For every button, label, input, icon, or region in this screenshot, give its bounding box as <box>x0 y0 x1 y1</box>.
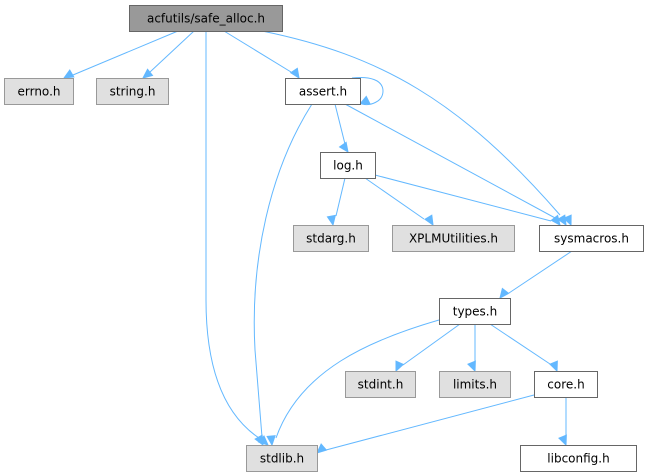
node-core[interactable]: core.h <box>534 371 598 398</box>
edge-line <box>223 30 292 73</box>
arrowhead-icon <box>557 214 567 227</box>
node-box <box>129 5 283 32</box>
edge-line <box>374 174 552 222</box>
node-label: errno.h <box>18 85 61 99</box>
edge-types-to-stdlib <box>266 319 440 447</box>
edge-assert-to-sysmacros <box>344 103 567 227</box>
node-label: limits.h <box>453 378 497 392</box>
node-libconfig[interactable]: libconfig.h <box>520 445 637 472</box>
node-label: core.h <box>547 378 584 392</box>
arrowhead-icon <box>499 287 510 299</box>
edge-line <box>402 323 461 366</box>
arrowhead-icon <box>254 434 264 447</box>
node-box <box>392 225 515 252</box>
node-box <box>4 78 74 105</box>
edge-safe_alloc-to-sysmacros <box>261 30 572 227</box>
node-box <box>345 371 416 398</box>
node-box <box>293 225 369 252</box>
node-box <box>439 298 511 325</box>
node-limits: limits.h <box>439 371 511 398</box>
arrowhead-icon <box>467 360 476 373</box>
node-box <box>285 78 361 105</box>
arrowhead-icon <box>266 435 276 447</box>
node-label: stdlib.h <box>260 452 304 466</box>
edge-safe_alloc-to-string <box>142 30 195 79</box>
node-box <box>439 371 511 398</box>
node-string: string.h <box>96 78 169 105</box>
node-safe_alloc[interactable]: acfutils/safe_alloc.h <box>129 5 283 32</box>
node-label: string.h <box>110 85 156 99</box>
node-label: assert.h <box>299 85 347 99</box>
edge-log-to-stdarg <box>326 177 346 227</box>
edge-assert-to-assert <box>351 77 384 105</box>
node-label: libconfig.h <box>547 452 609 466</box>
edges-layer <box>62 30 573 454</box>
edge-core-to-stdlib <box>316 394 535 454</box>
edge-log-to-sysmacros <box>374 174 561 226</box>
edge-line <box>351 77 384 105</box>
edge-line <box>489 323 551 365</box>
arrowhead-icon <box>558 434 567 447</box>
arrowhead-icon <box>338 141 349 154</box>
arrowhead-icon <box>289 67 300 80</box>
node-label: acfutils/safe_alloc.h <box>147 12 265 26</box>
arrowhead-icon <box>562 214 572 227</box>
node-label: sysmacros.h <box>554 232 629 246</box>
edge-line <box>72 30 179 76</box>
node-box <box>539 225 644 252</box>
edge-safe_alloc-to-errno <box>62 30 179 79</box>
edge-assert-to-stdlib <box>253 103 313 447</box>
node-box <box>246 445 318 472</box>
arrowhead-icon <box>358 95 371 105</box>
arrowhead-icon <box>550 214 561 226</box>
node-assert[interactable]: assert.h <box>285 78 361 105</box>
node-stdlib: stdlib.h <box>246 445 318 472</box>
node-types[interactable]: types.h <box>439 298 511 325</box>
nodes-layer: acfutils/safe_alloc.h errno.h string.h asse… <box>4 5 644 472</box>
edge-line <box>364 177 425 220</box>
node-stdarg: stdarg.h <box>293 225 369 252</box>
node-label: stdint.h <box>358 378 404 392</box>
edge-line <box>261 30 561 216</box>
node-box <box>320 152 376 179</box>
node-box <box>520 445 637 472</box>
arrowhead-icon <box>395 360 405 373</box>
edge-line <box>205 31 263 441</box>
edge-line <box>149 30 195 73</box>
node-stdint: stdint.h <box>345 371 416 398</box>
node-label: log.h <box>333 159 363 173</box>
edge-line <box>335 177 346 217</box>
edge-safe_alloc-to-stdlib <box>205 31 269 446</box>
node-box <box>96 78 169 105</box>
edge-line <box>325 394 535 451</box>
arrowhead-icon <box>424 214 434 227</box>
arrowhead-icon <box>316 443 328 454</box>
node-errno: errno.h <box>4 78 74 105</box>
arrowhead-icon <box>62 69 75 79</box>
node-log[interactable]: log.h <box>320 152 376 179</box>
edge-line <box>508 250 573 294</box>
edge-assert-to-log <box>334 103 349 154</box>
edge-types-to-limits <box>467 324 476 373</box>
edge-types-to-core <box>489 323 558 373</box>
edge-sysmacros-to-types <box>499 250 573 299</box>
node-xplm: XPLMUtilities.h <box>392 225 515 252</box>
edge-core-to-libconfig <box>558 397 567 447</box>
node-label: types.h <box>453 305 497 319</box>
edge-line <box>275 319 440 439</box>
edge-types-to-stdint <box>395 323 461 373</box>
arrowhead-icon <box>142 68 154 79</box>
node-sysmacros[interactable]: sysmacros.h <box>539 225 644 252</box>
node-label: XPLMUtilities.h <box>409 232 498 246</box>
arrowhead-icon <box>326 214 336 227</box>
node-box <box>534 371 598 398</box>
arrowhead-icon <box>549 360 558 373</box>
node-label: stdarg.h <box>306 232 356 246</box>
edge-line <box>253 103 313 438</box>
edge-log-to-xplm <box>364 177 434 227</box>
edge-line <box>344 103 558 220</box>
edge-safe_alloc-to-assert <box>223 30 300 80</box>
edge-line <box>334 103 346 145</box>
